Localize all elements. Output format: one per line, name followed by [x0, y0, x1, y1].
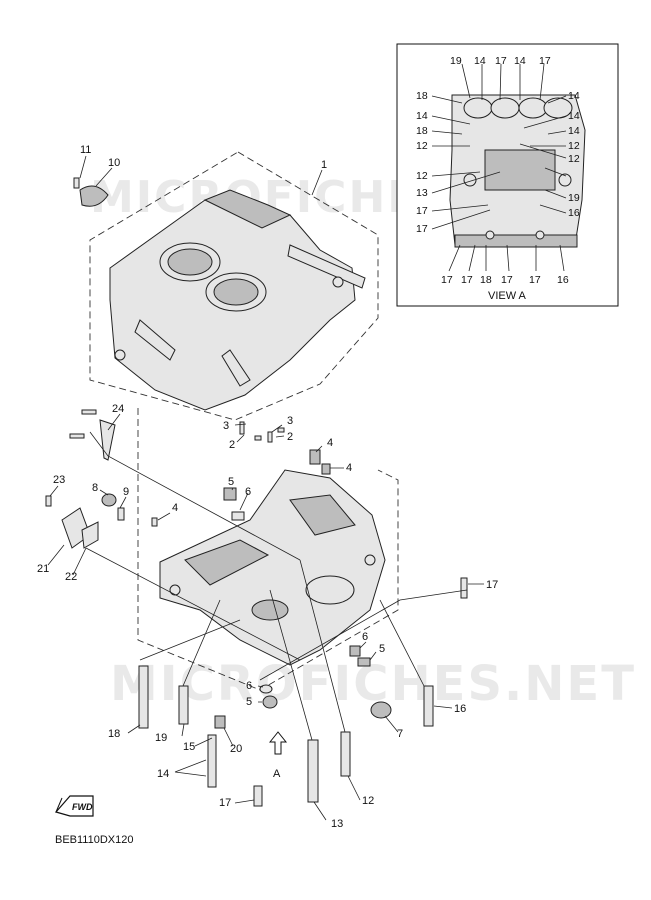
view-a-callout-11: 14	[568, 110, 580, 122]
view-a-callout-16: 13	[416, 187, 428, 199]
callout-30: 14	[157, 768, 169, 780]
view-a-callout-20: 16	[568, 207, 580, 219]
view-a-callout-12: 14	[568, 125, 580, 137]
callout-33: 12	[362, 795, 374, 807]
callout-9: 4	[327, 437, 333, 449]
callout-21: 5	[379, 643, 385, 655]
callout-3: 1	[321, 159, 327, 171]
lower-crankcase-boundary	[137, 408, 399, 691]
callout-23: 5	[246, 696, 252, 708]
callout-26: 18	[108, 728, 120, 740]
view-a-callout-5: 17	[539, 55, 551, 67]
hardware-parts	[45, 177, 468, 807]
view-a-callout-9: 12	[416, 140, 428, 152]
lower-crankcase	[159, 469, 386, 666]
callout-13: 9	[123, 486, 129, 498]
view-a-leader-lines	[431, 63, 567, 272]
view-a-inset: 19 14 17 14 17 18 14 18 12 14 14 14 12 1…	[396, 43, 619, 307]
callout-19: 17	[486, 579, 498, 591]
callout-4: 24	[112, 403, 124, 415]
callout-15: 6	[245, 486, 251, 498]
view-a-callout-2: 14	[474, 55, 486, 67]
callout-29: 15	[183, 741, 195, 753]
callout-11: 23	[53, 474, 65, 486]
view-a-callouts: 19 14 17 14 17 18 14 18 12 14 14 14 12 1…	[416, 55, 580, 302]
callout-18: 22	[65, 571, 77, 583]
view-a-callout-10: 14	[568, 90, 580, 102]
view-a-callout-17: 17	[416, 205, 428, 217]
view-a-callout-18: 17	[416, 223, 428, 235]
view-a-callout-7: 14	[416, 110, 428, 122]
view-a-callout-3: 17	[495, 55, 507, 67]
view-a-callout-21: 17	[441, 274, 453, 286]
callout-22: 6	[246, 680, 252, 692]
callout-20: 6	[362, 631, 368, 643]
view-a-callout-24: 17	[501, 274, 513, 286]
callout-28: 20	[230, 743, 242, 755]
view-a-callout-1: 19	[450, 55, 462, 67]
view-a-callout-8: 18	[416, 125, 428, 137]
callout-10: 4	[346, 462, 352, 474]
callout-31: 17	[219, 797, 231, 809]
view-a-callout-23: 18	[480, 274, 492, 286]
view-a-callout-22: 17	[461, 274, 473, 286]
watermark-bottom: MICROFICHES.NET	[110, 656, 636, 712]
view-a-callout-15: 12	[416, 170, 428, 182]
callout-1: 11	[80, 144, 91, 156]
view-a-crankcase	[449, 94, 586, 248]
callout-14: 5	[228, 476, 234, 488]
callout-24: 7	[397, 728, 403, 740]
view-a-callout-4: 14	[514, 55, 526, 67]
callout-6: 3	[287, 415, 293, 427]
view-a-callout-13: 12	[568, 140, 580, 152]
callout-5: 3	[223, 420, 229, 432]
callout-8: 2	[287, 431, 293, 443]
upper-crankcase	[109, 189, 366, 411]
callout-12: 8	[92, 482, 98, 494]
view-a-callout-25: 17	[529, 274, 541, 286]
fwd-arrow-icon: FWD	[54, 795, 94, 817]
callout-16: 4	[172, 502, 178, 514]
view-arrow-label: A	[273, 768, 281, 780]
view-a-callout-14: 12	[568, 153, 580, 165]
callout-17: 21	[37, 563, 49, 575]
callout-2: 10	[108, 157, 120, 169]
callout-27: 19	[155, 732, 167, 744]
fwd-label: FWD	[72, 802, 93, 812]
callout-25: 16	[454, 703, 466, 715]
callout-7: 2	[229, 439, 235, 451]
view-a-callout-6: 18	[416, 90, 428, 102]
view-a-callout-26: 16	[557, 274, 569, 286]
diagram-code: BEB1110DX120	[55, 834, 133, 846]
main-callouts: 11 10 1 24 3 3 2 2 4 4 23 8 9 5 6 4 21 2…	[37, 144, 498, 830]
callout-32: 13	[331, 818, 343, 830]
view-a-callout-19: 19	[568, 192, 580, 204]
view-a-arrow: A	[268, 731, 288, 780]
main-leader-lines	[47, 155, 484, 821]
view-a-title: VIEW A	[488, 290, 527, 302]
upper-crankcase-boundary	[89, 151, 379, 421]
